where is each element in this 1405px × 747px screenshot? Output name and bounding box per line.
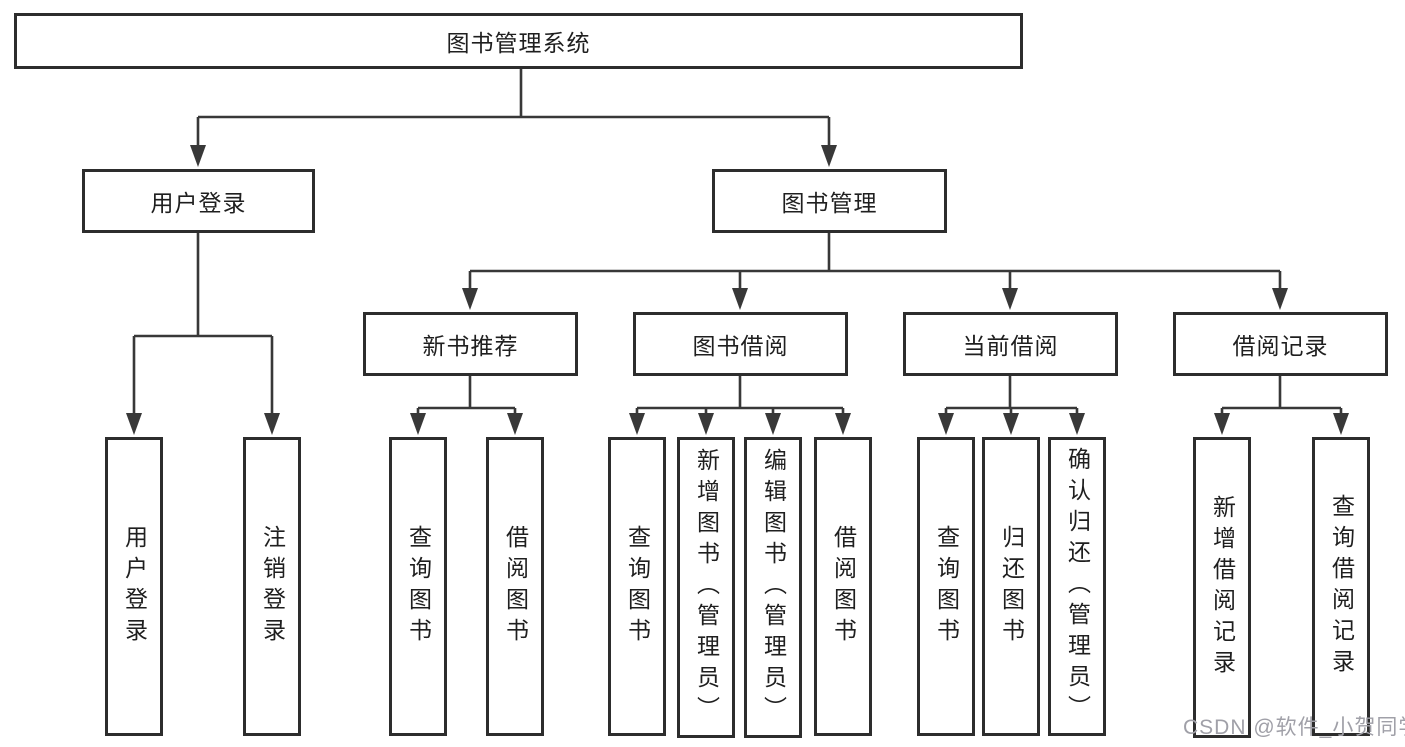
leaf-add-books-admin: 新增图书（管理员） xyxy=(677,437,735,738)
leaf-confirm-return-admin: 确认归还（管理员） xyxy=(1048,437,1106,736)
leaf-logout: 注销登录 xyxy=(243,437,301,736)
leaf-query-books-current: 查询图书 xyxy=(917,437,975,736)
leaf-add-borrow-record: 新增借阅记录 xyxy=(1193,437,1251,738)
leaf-query-borrow-record: 查询借阅记录 xyxy=(1312,437,1370,736)
node-current-borrowing: 当前借阅 xyxy=(903,312,1118,376)
watermark: CSDN @软件_小贺同学 xyxy=(1183,716,1405,739)
leaf-return-books: 归还图书 xyxy=(982,437,1040,736)
leaf-user-login: 用户登录 xyxy=(105,437,163,736)
leaf-borrow-books-borrowing: 借阅图书 xyxy=(814,437,872,736)
node-book-management: 图书管理 xyxy=(712,169,947,233)
node-root: 图书管理系统 xyxy=(14,13,1023,69)
leaf-borrow-books-recommend: 借阅图书 xyxy=(486,437,544,736)
arrowheads xyxy=(126,145,1349,435)
node-user-login: 用户登录 xyxy=(82,169,315,233)
node-new-book-recommendation: 新书推荐 xyxy=(363,312,578,376)
node-book-borrowing: 图书借阅 xyxy=(633,312,848,376)
leaf-query-books-borrowing: 查询图书 xyxy=(608,437,666,736)
leaf-query-books-recommend: 查询图书 xyxy=(389,437,447,736)
node-borrowing-records: 借阅记录 xyxy=(1173,312,1388,376)
leaf-edit-books-admin: 编辑图书（管理员） xyxy=(744,437,802,738)
